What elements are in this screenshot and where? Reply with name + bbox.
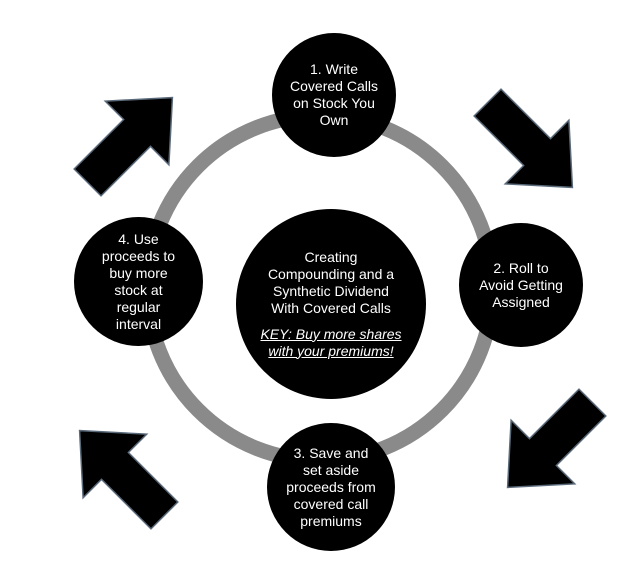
arrow-down-right-icon <box>456 71 604 219</box>
step-1-label: 1. Write Covered Calls on Stock You Own <box>290 61 378 128</box>
step-4-node: 4. Use proceeds to buy more stock at reg… <box>74 217 203 346</box>
step-3-label: 3. Save and set aside proceeds from cove… <box>286 444 376 529</box>
step-3-node: 3. Save and set aside proceeds from cove… <box>267 423 395 551</box>
arrow-up-right-icon <box>56 66 204 214</box>
center-node: Creating Compounding and a Synthetic Div… <box>236 209 426 399</box>
center-key-note: KEY: Buy more shares with your premiums! <box>260 325 402 359</box>
step-1-node: 1. Write Covered Calls on Stock You Own <box>272 33 396 157</box>
arrow-up-left-icon <box>48 399 196 547</box>
arrow-down-left-icon <box>476 371 624 519</box>
step-2-node: 2. Roll to Avoid Getting Assigned <box>459 223 583 347</box>
step-4-label: 4. Use proceeds to buy more stock at reg… <box>101 230 176 332</box>
step-2-label: 2. Roll to Avoid Getting Assigned <box>479 259 563 310</box>
center-title: Creating Compounding and a Synthetic Div… <box>267 248 395 316</box>
